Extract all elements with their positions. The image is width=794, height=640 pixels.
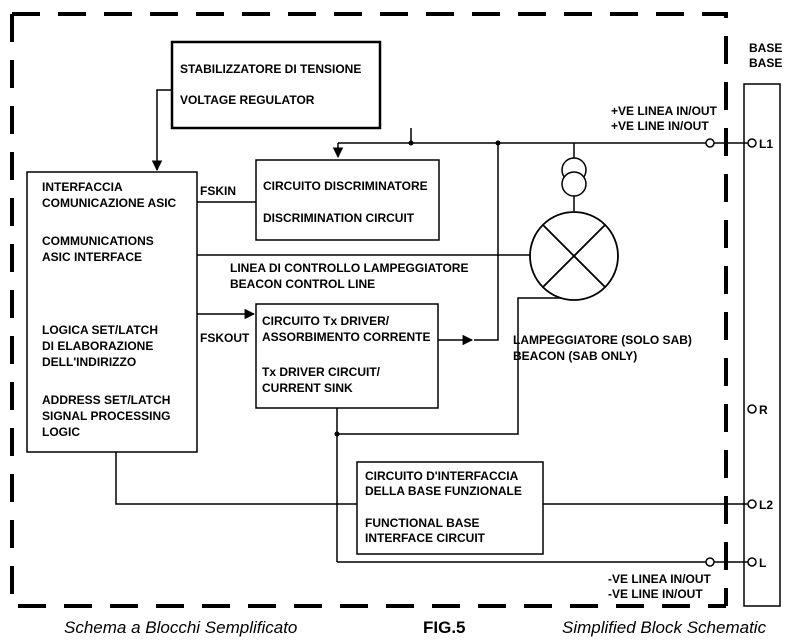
asic-label-line: LOGICA SET/LATCH [42, 323, 158, 337]
fskin-label: FSKIN [200, 184, 236, 198]
tx-driver-box [255, 303, 439, 409]
negative-line-label-en: -VE LINE IN/OUT [608, 587, 703, 601]
positive-line-label-en: +VE LINE IN/OUT [611, 119, 709, 133]
caption-right: Simplified Block Schematic [562, 618, 767, 637]
regulator-label-en: VOLTAGE REGULATOR [180, 93, 315, 107]
asic-label-line: ADDRESS SET/LATCH [42, 393, 170, 407]
asic-label-line: COMUNICAZIONE ASIC [42, 196, 177, 210]
positive-terminal-node [705, 138, 715, 148]
asic-text: INTERFACCIA COMUNICAZIONE ASIC COMMUNICA… [42, 180, 177, 439]
terminal-l2-label: L2 [759, 498, 773, 512]
terminal-l: L [747, 556, 766, 570]
beacon-control-label-it: LINEA DI CONTROLLO LAMPEGGIATORE [230, 261, 468, 275]
tx-driver-label-line: CIRCUITO Tx DRIVER/ [262, 314, 390, 328]
asic-label-line: DI ELABORAZIONE [42, 339, 153, 353]
asic-label-line: SIGNAL PROCESSING [42, 409, 170, 423]
tx-driver-label-line: ASSORBIMENTO CORRENTE [262, 330, 430, 344]
terminal-l-label: L [759, 556, 766, 570]
functional-base-label-line: INTERFACE CIRCUIT [365, 531, 486, 545]
terminal-r: R [747, 403, 768, 417]
regulator-label-it: STABILIZZATORE DI TENSIONE [180, 62, 361, 76]
detector-enclosure [10, 12, 728, 608]
regulator-to-asic-arrow [151, 89, 172, 172]
beacon-return-wire [337, 297, 561, 435]
asic-label-line: LOGIC [42, 425, 80, 439]
asic-label-line: INTERFACCIA [42, 180, 123, 194]
base-strip [743, 83, 781, 607]
negative-line-label-it: -VE LINEA IN/OUT [608, 572, 712, 586]
functional-base-label-line: FUNCTIONAL BASE [365, 516, 479, 530]
tx-driver-label-line: CURRENT SINK [262, 381, 353, 395]
asic-label-line: ASIC INTERFACE [42, 250, 142, 264]
current-source-icon [561, 157, 587, 197]
discriminator-label-it: CIRCUITO DISCRIMINATORE [263, 179, 428, 193]
tx-driver-label-line: Tx DRIVER CIRCUIT/ [262, 365, 381, 379]
functional-base-box [356, 461, 544, 555]
beacon-control-label-en: BEACON CONTROL LINE [230, 277, 375, 291]
beacon-label-en: BEACON (SAB ONLY) [513, 349, 637, 363]
beacon-lamp-icon [529, 211, 619, 301]
functional-base-label-line: CIRCUITO D'INTERFACCIA [365, 469, 519, 483]
positive-line-label-it: +VE LINEA IN/OUT [611, 104, 718, 118]
beacon-label-it: LAMPEGGIATORE (SOLO SAB) [513, 333, 692, 347]
base-label-it: BASE [749, 41, 782, 55]
terminal-l1: L1 [747, 137, 773, 151]
figure-number: FIG.5 [423, 618, 466, 637]
voltage-regulator-box [170, 40, 382, 130]
terminal-l1-label: L1 [759, 137, 773, 151]
base-label-en: BASE [749, 56, 782, 70]
negative-terminal-node [705, 557, 715, 567]
asic-label-line: DELL'INDIRIZZO [42, 355, 136, 369]
terminal-l2: L2 [747, 498, 773, 512]
tx-return-wire [474, 143, 499, 341]
fskout-label: FSKOUT [200, 331, 250, 345]
terminal-r-label: R [759, 403, 768, 417]
junction-dot [334, 431, 340, 437]
junction-dot [408, 140, 414, 146]
asic-label-line: COMMUNICATIONS [42, 234, 154, 248]
asic-interface-box [26, 171, 198, 453]
functional-base-label-line: DELLA BASE FUNZIONALE [365, 484, 522, 498]
discrimination-circuit-box [255, 159, 440, 241]
asic-to-functional-base-wire [115, 452, 357, 505]
caption-left: Schema a Blocchi Semplificato [64, 618, 297, 637]
discriminator-label-en: DISCRIMINATION CIRCUIT [263, 211, 415, 225]
